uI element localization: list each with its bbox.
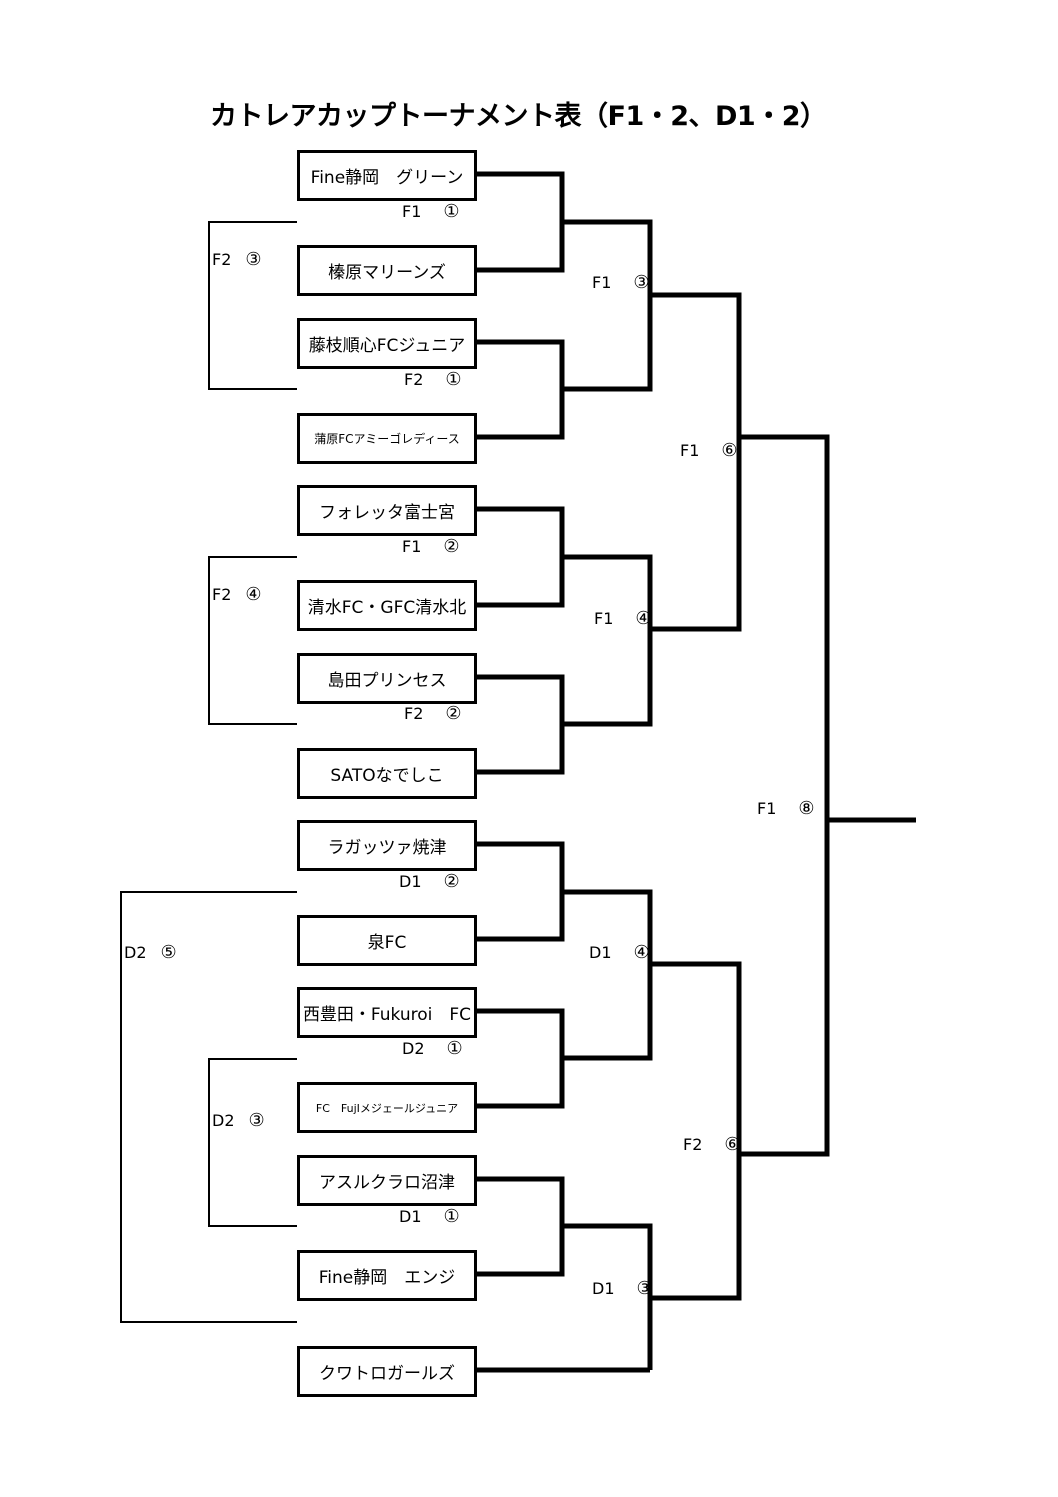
consolation-line <box>208 221 297 390</box>
consolation-line <box>208 556 297 725</box>
team-box: アスルクラロ沼津 <box>297 1155 477 1206</box>
consolation-line <box>120 891 297 1323</box>
consolation-line <box>208 1058 297 1227</box>
bracket-line <box>474 339 565 440</box>
team-box: 西豊田・Fukuroi FC <box>297 987 477 1038</box>
bracket-line <box>650 961 742 1301</box>
team-box: 藤枝順心FCジュニア <box>297 318 477 369</box>
bracket-line <box>474 841 565 942</box>
bracket-line <box>474 1176 565 1277</box>
team-box: Fine静岡 グリーン <box>297 150 477 201</box>
team-box: 清水FC・GFC清水北 <box>297 580 477 631</box>
bracket-line <box>739 434 830 1157</box>
bracket-line <box>474 506 565 608</box>
team-box: 島田プリンセス <box>297 653 477 704</box>
bracket-line <box>562 1223 653 1370</box>
page-title: カトレアカップトーナメント表（F1・2、D1・2） <box>210 101 827 132</box>
team-box: FC FujIメジェールジュニア <box>297 1082 477 1133</box>
team-box: 蒲原FCアミーゴレディース <box>297 413 477 464</box>
team-box: 泉FC <box>297 915 477 966</box>
team-box: クワトロガールズ <box>297 1346 477 1397</box>
team-box: 榛原マリーンズ <box>297 245 477 296</box>
bracket-line <box>474 171 565 273</box>
team-box: SATOなでしこ <box>297 748 477 799</box>
bracket-line <box>650 292 742 632</box>
team-box: フォレッタ富士宮 <box>297 485 477 536</box>
team-box: ラガッツァ焼津 <box>297 820 477 871</box>
bracket-line <box>562 889 653 1061</box>
bracket-line <box>474 674 565 775</box>
bracket-line <box>562 219 653 392</box>
bracket-line <box>474 1008 565 1109</box>
team-box: Fine静岡 エンジ <box>297 1250 477 1301</box>
bracket-line <box>562 554 653 727</box>
